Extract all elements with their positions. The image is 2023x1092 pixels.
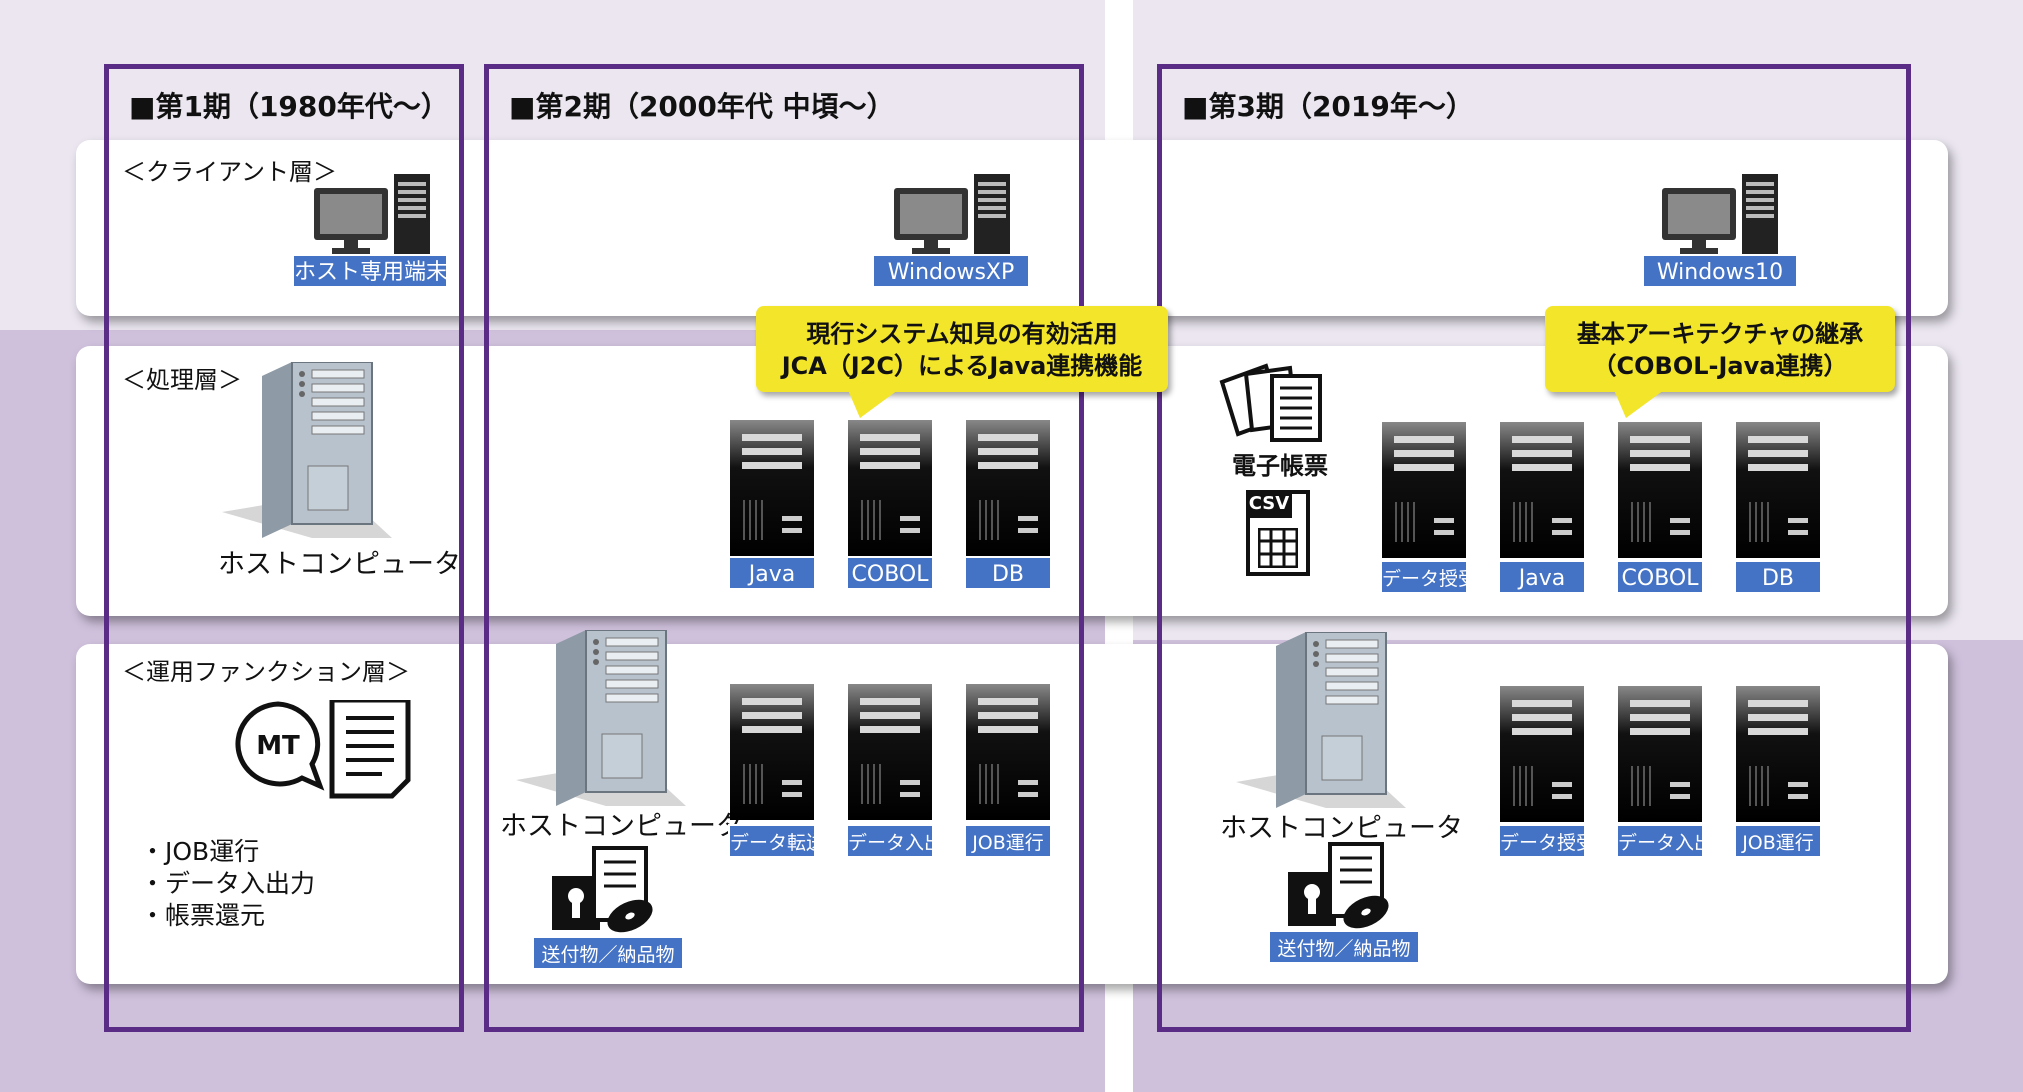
- mt-label: MT: [256, 731, 300, 761]
- callout-p2-tail: [848, 390, 898, 418]
- ops-tag-p2-data-transfer: データ転送: [728, 824, 825, 858]
- period-3-frame: ■第3期（2019年～）: [1157, 64, 1911, 1032]
- delivery-tag-p3: 送付物／納品物: [1268, 930, 1420, 964]
- proc-tag-p3-cobol: COBOL: [1616, 560, 1704, 594]
- callout-p3: 基本アーキテクチャの継承 （COBOL-Java連携）: [1545, 306, 1895, 392]
- host-caption-p3: ホストコンピュータ: [1220, 813, 1463, 844]
- csv-file-icon: CSV: [1246, 490, 1310, 576]
- proc-tag-p2-cobol: COBOL: [846, 556, 934, 590]
- rack-server-icon: [1500, 686, 1584, 822]
- rack-server-icon: [730, 684, 814, 820]
- ops-tag-p2-job: JOB運行: [964, 824, 1052, 858]
- delivery-media-icon: [1288, 842, 1389, 929]
- host-computer-icon: [516, 630, 686, 806]
- callout-p2-line1: 現行システム知見の有効活用: [806, 320, 1118, 348]
- rack-server-icon: [966, 684, 1050, 820]
- rack-server-icon: [848, 684, 932, 820]
- desktop-pc-icon: [1662, 174, 1778, 258]
- delivery-tag-p2: 送付物／納品物: [532, 936, 684, 970]
- rack-server-icon: [848, 420, 932, 556]
- rack-server-icon: [1736, 422, 1820, 558]
- spreadsheet-grid-icon: [1258, 528, 1298, 568]
- period-3-title: ■第3期（2019年～）: [1182, 90, 1474, 123]
- rack-server-icon: [1382, 422, 1466, 558]
- proc-tag-p3-data-exchange: データ授受: [1380, 560, 1477, 594]
- proc-tag-p2-db: DB: [964, 556, 1052, 590]
- rack-server-icon: [1618, 422, 1702, 558]
- p1-function-item: ・JOB運行: [140, 837, 260, 866]
- rack-server-icon: [966, 420, 1050, 556]
- host-caption-p1: ホストコンピュータ: [218, 549, 461, 580]
- proc-tag-p3-db: DB: [1734, 560, 1822, 594]
- electronic-report-label: 電子帳票: [1232, 452, 1328, 480]
- operations-layer-label: ＜運用ファンクション層＞: [122, 658, 410, 686]
- host-caption-p2: ホストコンピュータ: [500, 811, 743, 842]
- period-2-title: ■第2期（2000年代 中頃～）: [509, 90, 895, 123]
- processing-layer-label: ＜処理層＞: [122, 366, 242, 394]
- delivery-media-icon: [552, 846, 653, 933]
- desktop-pc-icon: [314, 174, 430, 258]
- rack-server-icon: [1500, 422, 1584, 558]
- proc-tag-p3-java: Java: [1498, 560, 1586, 594]
- client-tag-p3: Windows10: [1642, 254, 1798, 288]
- p1-function-item: ・帳票還元: [140, 901, 266, 930]
- desktop-pc-icon: [894, 174, 1010, 258]
- period-1-frame: ■第1期（1980年代～）: [104, 64, 464, 1032]
- ops-tag-p2-data-io: データ入出力: [846, 824, 962, 858]
- callout-p3-tail: [1614, 390, 1664, 418]
- csv-label: CSV: [1246, 490, 1292, 518]
- ops-tag-p3-data-io: データ入出力: [1616, 824, 1732, 858]
- rack-server-icon: [1618, 686, 1702, 822]
- p1-function-item: ・データ入出力: [140, 869, 316, 898]
- client-tag-p1: ホスト専用端末: [292, 254, 448, 288]
- paper-stack-icon: [1219, 363, 1322, 442]
- client-layer-label: ＜クライアント層＞: [122, 158, 338, 186]
- p1-function-list: ・JOB運行 ・データ入出力 ・帳票還元: [140, 836, 315, 932]
- proc-tag-p2-java: Java: [728, 556, 816, 590]
- ops-tag-p3-job: JOB運行: [1734, 824, 1822, 858]
- magnetic-tape-icon: MT: [235, 700, 411, 799]
- callout-p3-line1: 基本アーキテクチャの継承: [1576, 320, 1864, 348]
- callout-p3-line2: （COBOL-Java連携）: [1592, 352, 1848, 380]
- client-tag-p2: WindowsXP: [872, 254, 1030, 288]
- callout-p2-line2: JCA（J2C）によるJava連携機能: [781, 352, 1143, 380]
- period-1-title: ■第1期（1980年代～）: [129, 90, 449, 123]
- rack-server-icon: [1736, 686, 1820, 822]
- host-computer-icon: [222, 362, 392, 538]
- ops-tag-p3-data-exchange: データ授受: [1498, 824, 1595, 858]
- rack-server-icon: [730, 420, 814, 556]
- period-2-frame: ■第2期（2000年代 中頃～）: [484, 64, 1084, 1032]
- host-computer-icon: [1236, 632, 1406, 808]
- callout-p2: 現行システム知見の有効活用 JCA（J2C）によるJava連携機能: [756, 306, 1168, 392]
